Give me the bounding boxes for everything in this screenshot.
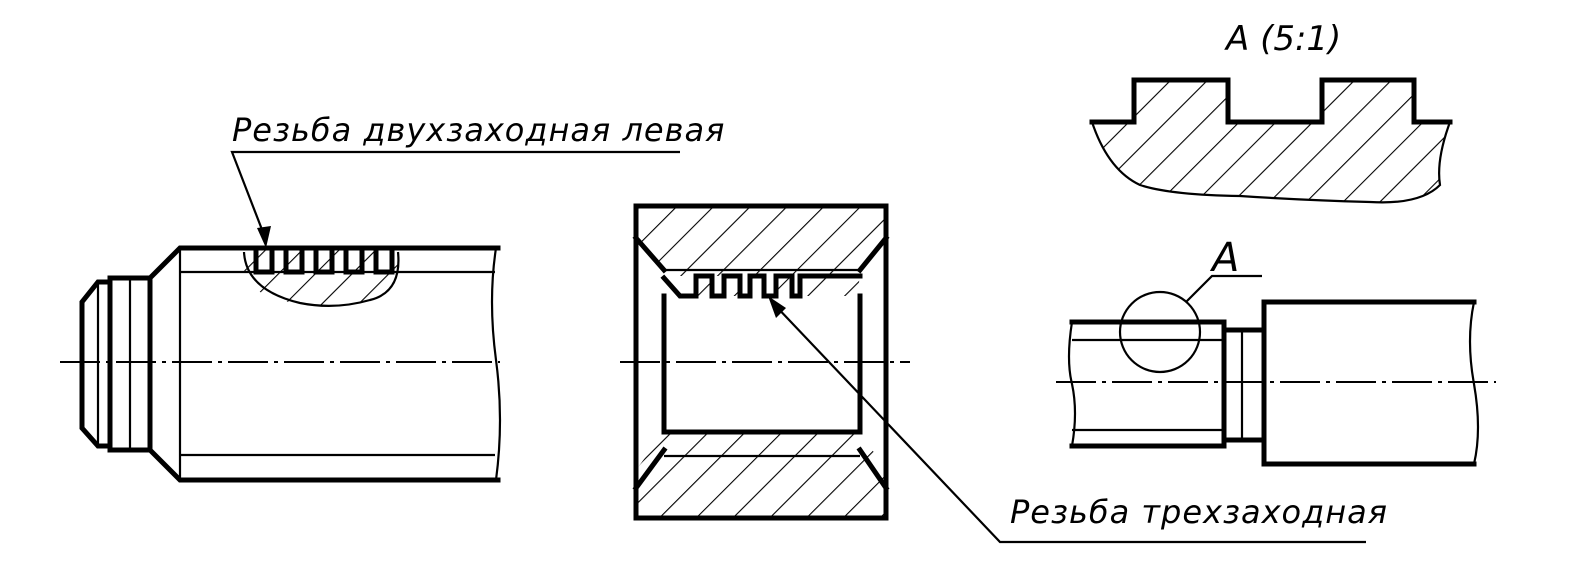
- nut-section: [620, 203, 1366, 544]
- middle-thread-note: Резьба трехзаходная: [1010, 493, 1388, 531]
- nut-top-wall-hatch: [636, 206, 886, 296]
- shaft-right-break-right: [1468, 301, 1480, 465]
- left-leader-line: [230, 150, 680, 241]
- detail-profile: [1089, 77, 1453, 125]
- left-thread-note: Резьба двухзаходная левая: [232, 111, 726, 149]
- shaft-right: [1056, 274, 1496, 467]
- nut-bottom-wall-hatch: [636, 432, 886, 518]
- detail-break-outline: [1090, 121, 1452, 204]
- nut-thread-teeth: [660, 273, 863, 299]
- detail-marker-label: A: [1212, 235, 1240, 281]
- shaft-break-line: [490, 247, 502, 481]
- shaft-right-neck: [1221, 327, 1267, 443]
- shaft-breakout-outline: [242, 251, 400, 307]
- shaft-right-break-left: [1067, 321, 1077, 447]
- nut-chamfer-tl: [632, 234, 668, 274]
- shaft-right-small-body: [1069, 319, 1227, 449]
- middle-leader-arrow: [768, 296, 786, 318]
- shaft-left: [60, 150, 680, 483]
- nut-chamfer-br: [856, 446, 890, 492]
- shaft-tip: [79, 279, 113, 449]
- left-leader-arrow: [257, 226, 271, 248]
- nut-chamfer-bl: [632, 446, 668, 492]
- shaft-body-outline: [147, 245, 501, 483]
- detail-marker-leader: [1185, 274, 1262, 303]
- detail-scale-title: A (5:1): [1226, 19, 1342, 59]
- nut-chamfer-tr: [856, 234, 890, 274]
- detail-marker-circle: [1118, 290, 1202, 374]
- detail-hatch: [1092, 80, 1450, 203]
- middle-leader-line: [771, 301, 1366, 544]
- detail-a-enlarged: [1089, 77, 1453, 204]
